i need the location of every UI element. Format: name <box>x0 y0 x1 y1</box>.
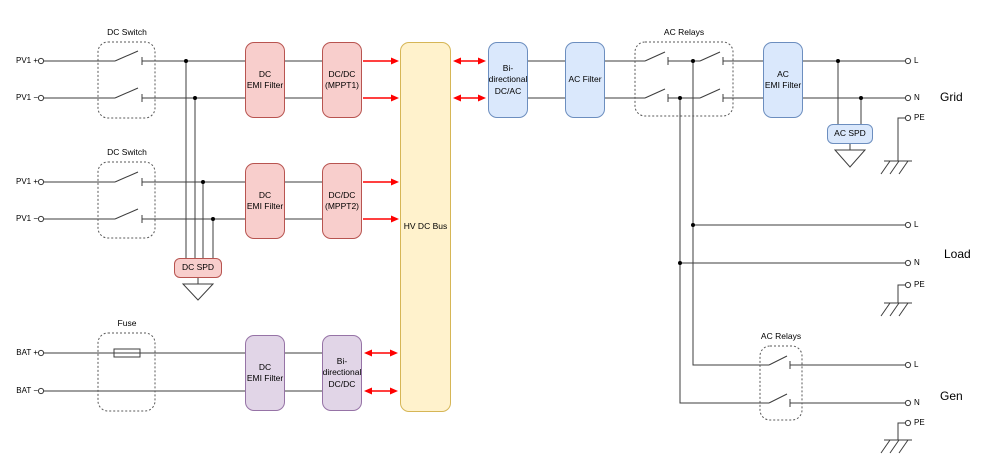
gen-n-label: N <box>914 398 920 407</box>
junction-dots <box>184 59 863 265</box>
dashed-enclosures <box>97 41 803 421</box>
dc-switch-2-contacts <box>114 171 143 223</box>
mppt1-to-bus-arrows <box>363 57 399 102</box>
dc-spd-earth-ground-icon <box>181 278 215 301</box>
gen-l-label: L <box>914 360 919 369</box>
fuse-icon <box>113 348 141 358</box>
dcdc-mppt2-block: DC/DC (MPPT2) <box>322 163 362 239</box>
ac-spd-earth-ground-icon <box>833 144 867 168</box>
load-l-label: L <box>914 220 919 229</box>
bat-minus-label: BAT − <box>16 386 38 395</box>
dc-emi-filter-pv2-block: DC EMI Filter <box>245 163 285 239</box>
load-section-label: Load <box>944 247 971 261</box>
input-terminals <box>37 57 45 395</box>
dc-spd-block: DC SPD <box>174 258 222 278</box>
dc-switch-1-box <box>97 41 156 119</box>
bus-to-dcac-bidirectional-arrows <box>453 57 486 102</box>
load-n-label: N <box>914 258 920 267</box>
bidirectional-dcac-block: Bi- directional DC/AC <box>488 42 528 118</box>
dc-emi-filter-bat-block: DC EMI Filter <box>245 335 285 411</box>
dcdc-mppt1-block: DC/DC (MPPT1) <box>322 42 362 118</box>
ac-relays-bottom-box <box>759 345 803 421</box>
ac-filter-block: AC Filter <box>565 42 605 118</box>
bat-plus-label: BAT + <box>16 348 38 357</box>
bidirectional-dcdc-block: Bi- directional DC/DC <box>322 335 362 411</box>
ac-relays-bottom-contacts <box>768 355 791 407</box>
fuse-title: Fuse <box>117 318 137 328</box>
dc-switch-2-box <box>97 161 156 239</box>
dc-switch-1-contacts <box>114 50 143 102</box>
switch-contacts <box>113 50 791 407</box>
grid-section-label: Grid <box>940 90 963 104</box>
gen-section-label: Gen <box>940 389 963 403</box>
ac-relays-top-box <box>634 41 734 117</box>
grid-l-label: L <box>914 56 919 65</box>
dc-switch-1-title: DC Switch <box>107 27 147 37</box>
ac-relays-bottom-title: AC Relays <box>760 331 802 341</box>
gen-pe-label: PE <box>914 418 925 427</box>
dc-switch-2-title: DC Switch <box>107 147 147 157</box>
fuse-box <box>97 332 156 412</box>
wires <box>44 60 905 440</box>
output-terminals <box>904 57 912 427</box>
mppt2-to-bus-arrows <box>363 178 399 223</box>
ac-spd-block: AC SPD <box>827 124 873 144</box>
load-pe-ground-icon <box>880 302 912 317</box>
grid-pe-label: PE <box>914 113 925 122</box>
power-flow-arrows <box>363 57 486 395</box>
ground-symbols <box>181 144 912 454</box>
pv1a-plus-label: PV1 + <box>15 56 38 65</box>
pv1b-minus-label: PV1 − <box>15 214 38 223</box>
ac-relays-top-contacts <box>644 51 724 102</box>
dcdc-to-bus-bidirectional-arrows <box>364 349 398 395</box>
terminals <box>37 57 912 427</box>
ac-emi-filter-block: AC EMI Filter <box>763 42 803 118</box>
gen-pe-ground-icon <box>880 439 912 454</box>
dc-emi-filter-pv1-block: DC EMI Filter <box>245 42 285 118</box>
pv1b-plus-label: PV1 + <box>15 177 38 186</box>
grid-n-label: N <box>914 93 920 102</box>
ac-relays-top-title: AC Relays <box>663 27 705 37</box>
pv1a-minus-label: PV1 − <box>15 93 38 102</box>
hv-dc-bus-block: HV DC Bus <box>400 42 451 412</box>
grid-pe-ground-icon <box>880 160 912 175</box>
load-pe-label: PE <box>914 280 925 289</box>
